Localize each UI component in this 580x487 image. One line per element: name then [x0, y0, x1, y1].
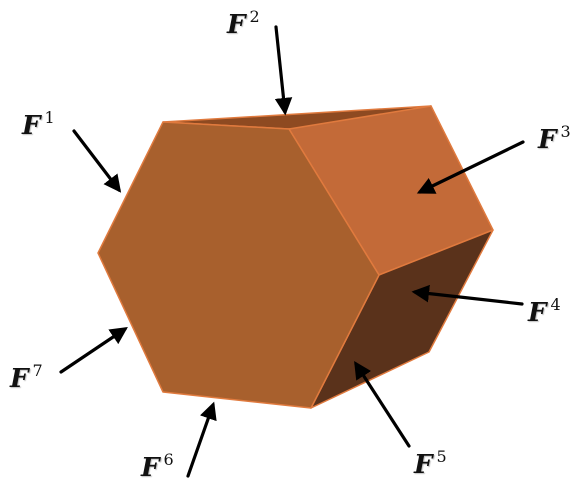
force-label-2-letter: F — [227, 10, 246, 40]
force-label-4-letter: F — [528, 298, 547, 328]
force-arrow-3 — [416, 140, 525, 194]
force-label-3-index: 3 — [560, 122, 571, 141]
force-label-4-index: 4 — [550, 295, 561, 314]
force-label-1-index: 1 — [44, 108, 55, 127]
force-arrow-2 — [274, 25, 293, 116]
force-label-5-letter: F — [414, 450, 433, 480]
force-arrow-6 — [186, 401, 217, 478]
force-label-3-letter: F — [538, 125, 557, 155]
force-label-6-letter: F — [141, 453, 160, 483]
hexagonal-prism — [97, 105, 494, 409]
force-label-7-letter: F — [10, 364, 29, 394]
force-label-2-index: 2 — [249, 7, 260, 26]
force-arrow-1 — [72, 129, 122, 193]
force-arrow-4 — [411, 284, 524, 306]
force-label-1-letter: F — [22, 111, 41, 141]
force-arrows — [59, 25, 525, 478]
prism-front-face — [97, 121, 380, 409]
force-label-7-index: 7 — [32, 361, 43, 380]
force-arrow-5 — [354, 361, 411, 448]
force-arrow-7 — [59, 327, 128, 374]
force-label-5-index: 5 — [436, 447, 447, 466]
force-label-6-index: 6 — [163, 450, 174, 469]
